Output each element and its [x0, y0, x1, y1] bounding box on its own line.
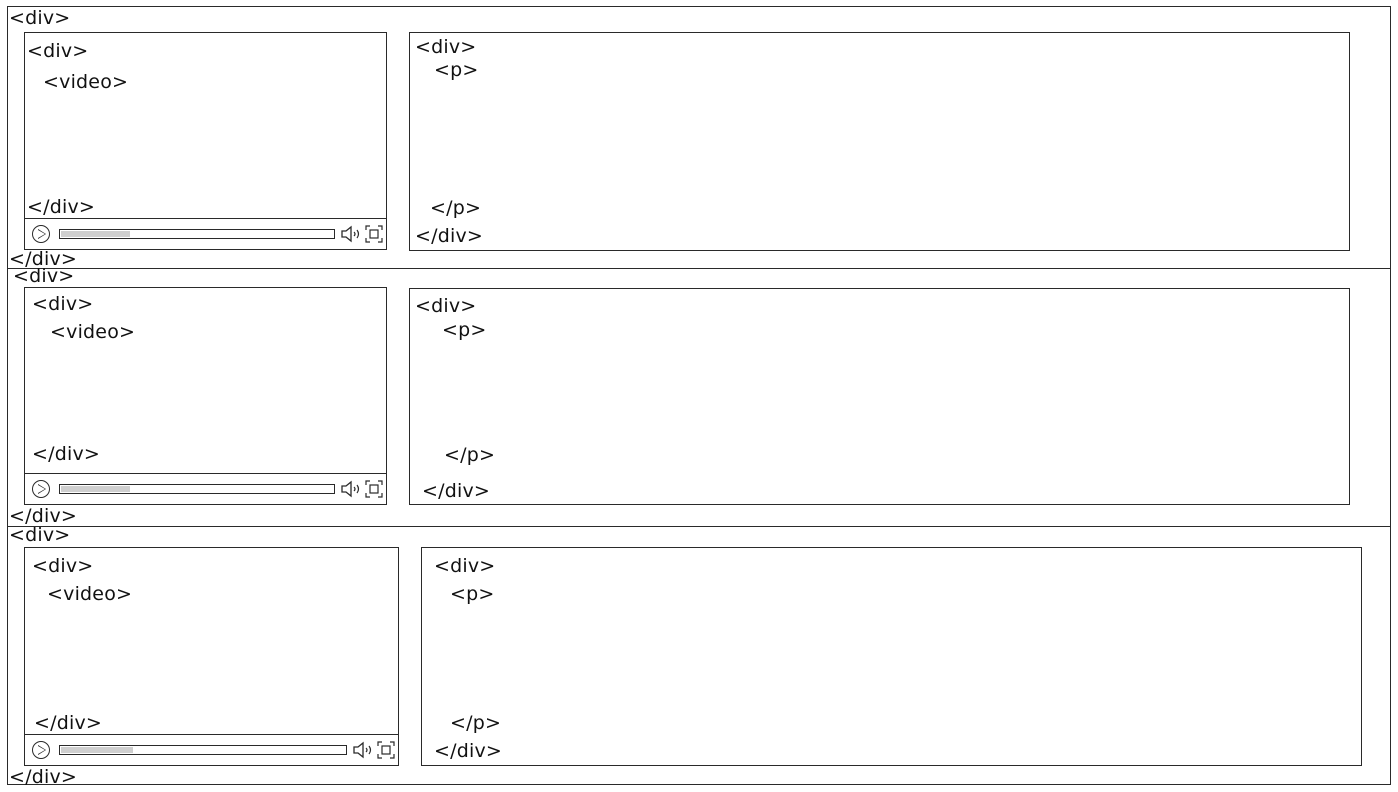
- video-element-1-tag: <video>: [43, 71, 129, 93]
- paragraph-2-close-tag: </p>: [444, 444, 496, 466]
- volume-icon[interactable]: [340, 480, 362, 498]
- video-container-2: <div> <video> </div>: [24, 287, 387, 505]
- text-container-1-close-tag: </div>: [415, 225, 484, 247]
- progress-fill-3: [61, 747, 133, 753]
- text-container-2-close-tag: </div>: [422, 480, 491, 502]
- video-controls-1: [25, 218, 386, 249]
- progress-bar-1[interactable]: [59, 229, 335, 239]
- play-icon[interactable]: [32, 225, 50, 243]
- video-container-3-open-tag: <div>: [32, 555, 94, 577]
- text-container-3: <div> <p> </p> </div>: [421, 547, 1362, 766]
- play-icon[interactable]: [32, 741, 50, 759]
- progress-fill-1: [61, 231, 130, 237]
- video-container-1: <div> <video> </div>: [24, 32, 387, 250]
- play-icon[interactable]: [32, 480, 50, 498]
- fullscreen-icon[interactable]: [365, 225, 383, 243]
- video-controls-3: [25, 734, 398, 765]
- paragraph-2-open-tag: <p>: [442, 319, 487, 341]
- video-container-3-close-tag: </div>: [34, 712, 103, 734]
- paragraph-1-open-tag: <p>: [434, 59, 479, 81]
- paragraph-3-open-tag: <p>: [450, 583, 495, 605]
- row-1-open-tag: <div>: [9, 7, 71, 29]
- video-container-3: <div> <video> </div>: [24, 547, 399, 766]
- row-3-open-tag: <div>: [9, 524, 71, 546]
- row-1-close-tag: </div>: [9, 248, 78, 270]
- text-container-2-open-tag: <div>: [415, 295, 477, 317]
- fullscreen-icon[interactable]: [365, 480, 383, 498]
- volume-icon[interactable]: [340, 225, 362, 243]
- text-container-3-open-tag: <div>: [434, 555, 496, 577]
- row-2-close-tag: </div>: [9, 505, 78, 527]
- text-container-1: <div> <p> </p> </div>: [409, 32, 1350, 251]
- volume-icon[interactable]: [352, 741, 374, 759]
- video-container-2-open-tag: <div>: [32, 293, 94, 315]
- video-container-2-close-tag: </div>: [32, 443, 101, 465]
- video-element-2-tag: <video>: [50, 321, 136, 343]
- text-container-1-open-tag: <div>: [415, 36, 477, 58]
- fullscreen-icon[interactable]: [377, 741, 395, 759]
- video-container-1-close-tag: </div>: [27, 196, 96, 218]
- paragraph-3-close-tag: </p>: [450, 712, 502, 734]
- progress-bar-3[interactable]: [59, 745, 347, 755]
- progress-bar-2[interactable]: [59, 484, 335, 494]
- progress-fill-2: [61, 486, 130, 492]
- video-controls-2: [25, 473, 386, 504]
- outer-div-row-3: [7, 526, 1391, 785]
- video-element-3-tag: <video>: [47, 583, 133, 605]
- text-container-3-close-tag: </div>: [434, 740, 503, 762]
- row-3-close-tag: </div>: [9, 766, 78, 788]
- text-container-2: <div> <p> </p> </div>: [409, 288, 1350, 505]
- row-2-open-tag: <div>: [13, 265, 75, 287]
- video-container-1-open-tag: <div>: [27, 40, 89, 62]
- paragraph-1-close-tag: </p>: [430, 197, 482, 219]
